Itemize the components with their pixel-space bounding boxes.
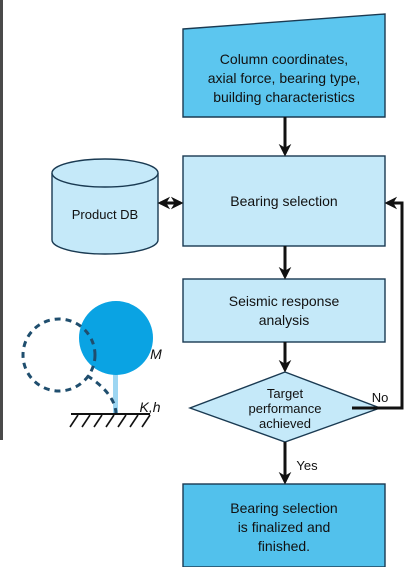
analysis-box [182,278,386,343]
column-shaft [113,365,118,413]
ground-hatching [69,414,151,428]
final-box [182,483,386,567]
deflected-column-path [85,373,118,415]
decision-diamond [187,371,383,443]
selection-box [182,155,386,247]
left-edge-border [0,0,3,440]
mass-spring-model [21,301,153,428]
input-box [182,13,386,118]
mass-circle [79,301,153,375]
product-db-cylinder [51,158,159,255]
arrow-no-loop [352,196,404,410]
displaced-mass-circle [21,317,97,393]
